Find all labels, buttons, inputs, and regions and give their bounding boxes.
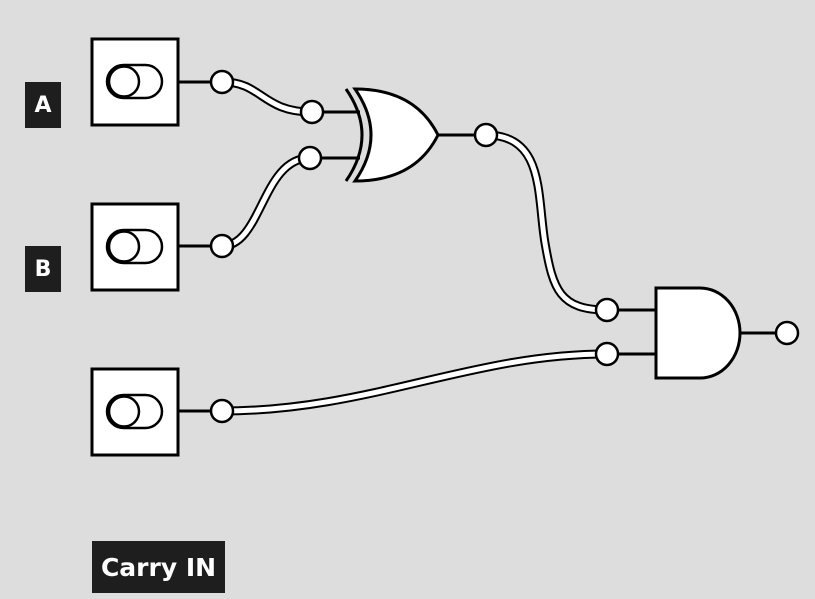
toggle-carry-in-knob (107, 395, 141, 428)
and-body (654, 286, 742, 380)
pin-and-out[interactable] (774, 320, 800, 346)
toggle-b[interactable] (90, 202, 180, 292)
label-input-b: B (25, 246, 61, 292)
and-gate[interactable] (654, 286, 742, 380)
pin-xor-out[interactable] (473, 122, 499, 148)
pin-a-out[interactable] (209, 69, 235, 95)
toggle-a[interactable] (90, 37, 180, 127)
wire-b-to-xor[interactable] (217, 153, 315, 251)
label-carry-in: Carry IN (92, 541, 225, 593)
pin-carry-in-out[interactable] (209, 398, 235, 424)
pins (209, 69, 800, 424)
pin-and-in-1[interactable] (594, 297, 620, 323)
toggle-b-knob (107, 230, 141, 263)
wire-xor-to-and[interactable] (481, 130, 612, 315)
label-input-a: A (25, 82, 61, 128)
xor-body (352, 87, 440, 183)
wire-carry-to-and[interactable] (217, 349, 612, 416)
pin-and-in-2[interactable] (594, 341, 620, 367)
xor-extra-arc (344, 88, 364, 182)
toggle-a-knob (107, 65, 141, 98)
wire-a-to-xor[interactable] (218, 77, 317, 117)
xor-gate[interactable] (344, 87, 440, 183)
toggle-carry-in[interactable] (90, 367, 180, 457)
pin-xor-in-2[interactable] (297, 145, 323, 171)
pin-xor-in-1[interactable] (299, 99, 325, 125)
stub-lines (178, 80, 775, 413)
pin-b-out[interactable] (209, 233, 235, 259)
